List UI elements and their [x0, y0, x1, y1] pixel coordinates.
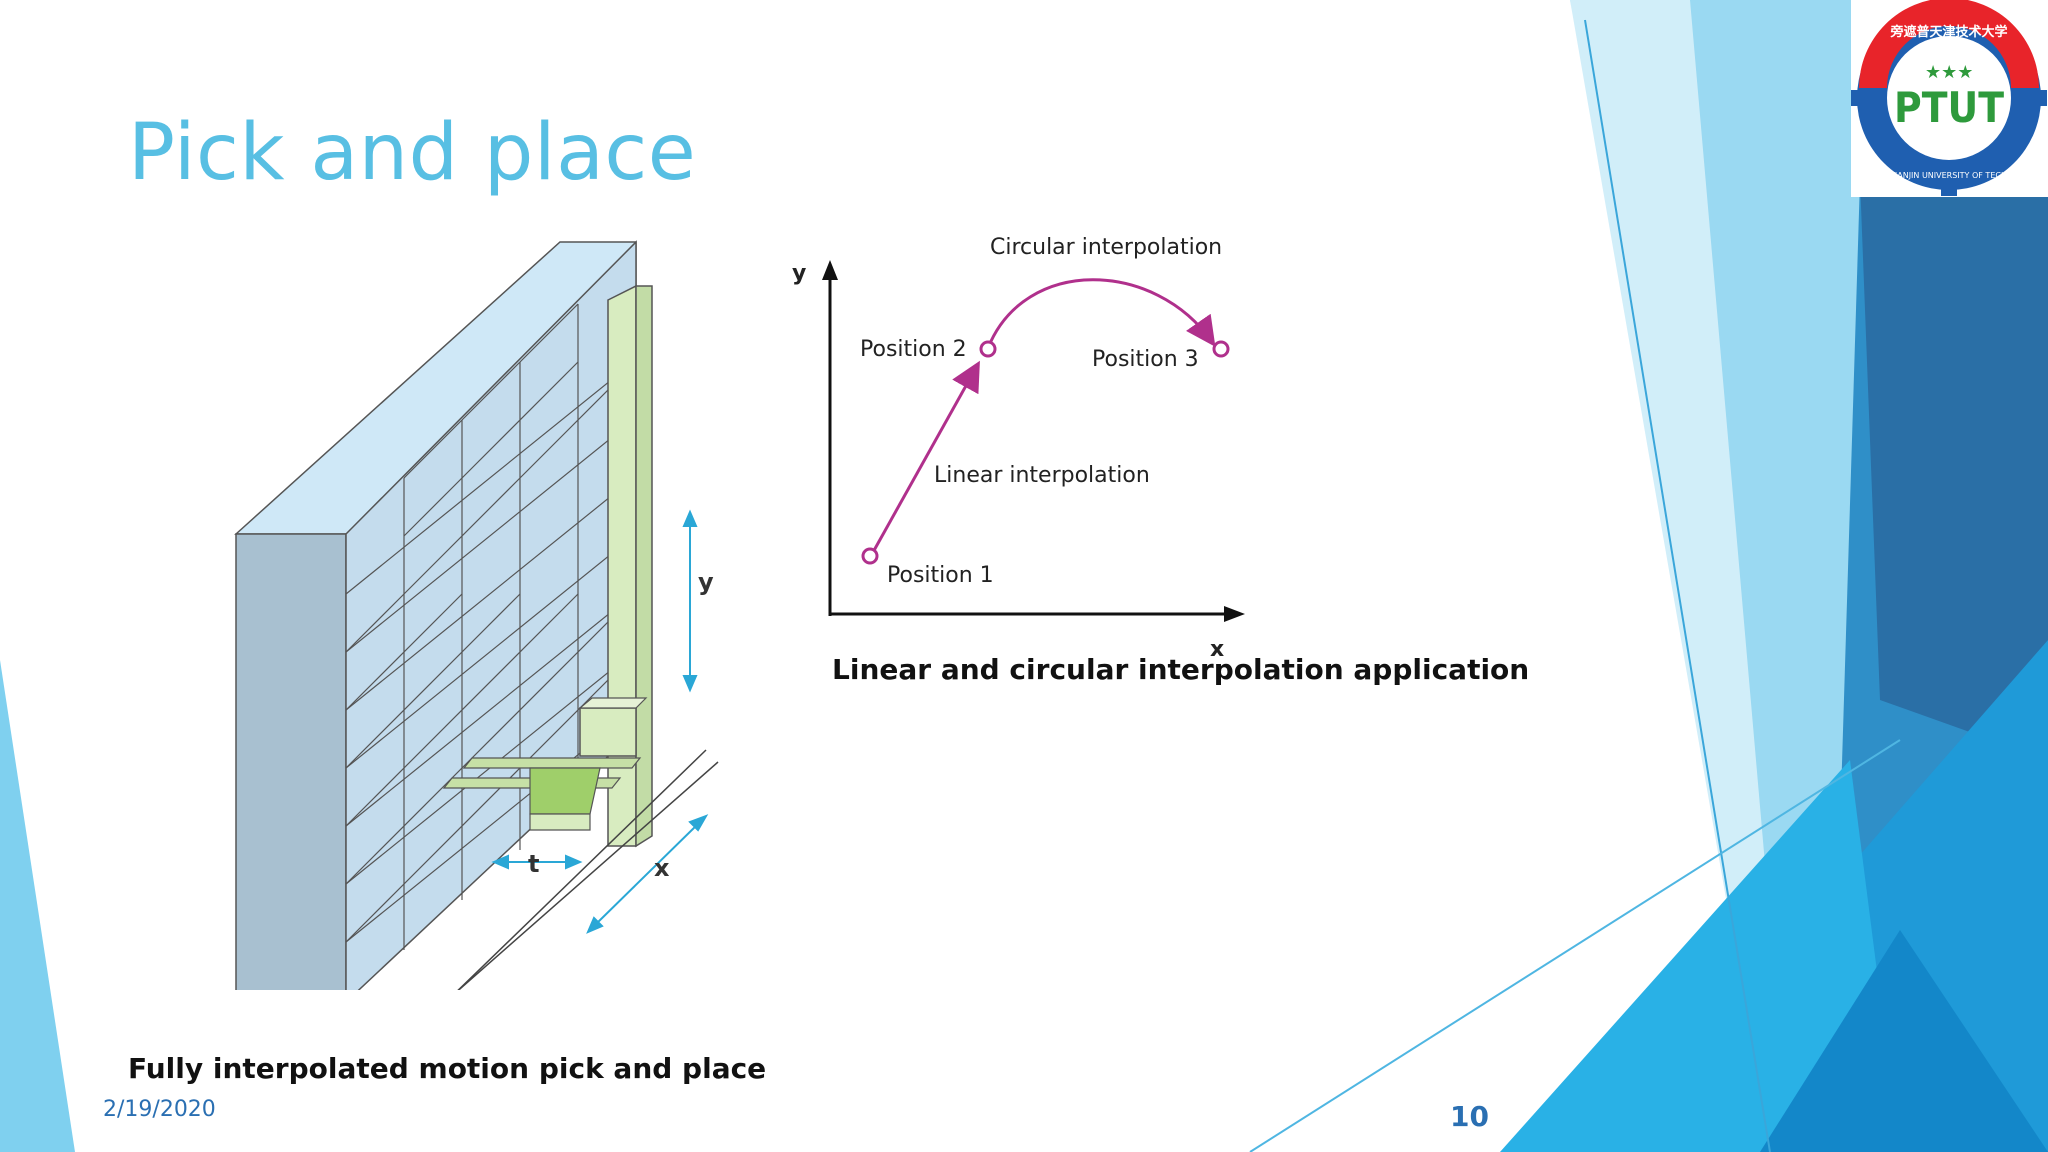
- logo-text: PTUT: [1894, 83, 2004, 132]
- position-1-label: Position 1: [887, 563, 994, 588]
- position-3-point: [1212, 340, 1230, 358]
- left-figure-caption: Fully interpolated motion pick and place: [128, 1052, 767, 1085]
- interpolation-diagram: y x Position 1 Position 2 Position 3 Lin…: [792, 235, 1245, 660]
- position-3-label: Position 3: [1092, 347, 1199, 372]
- x-label: x: [654, 854, 670, 882]
- y-label: y: [698, 568, 714, 596]
- slide-title: Pick and place: [128, 108, 697, 198]
- logo-chinese-text: 旁遮普天津技术大学: [1889, 24, 2007, 40]
- position-2-label: Position 2: [860, 337, 967, 362]
- slide-date: 2/19/2020: [103, 1097, 216, 1122]
- gripper-fork-upper: [462, 757, 642, 769]
- page-number: 10: [1450, 1100, 1489, 1133]
- t-label: t: [528, 850, 539, 878]
- position-1-point: [861, 547, 879, 565]
- circular-interpolation-label: Circular interpolation: [990, 235, 1222, 260]
- linear-interpolation-label: Linear interpolation: [934, 463, 1150, 488]
- shelf-left-face: [235, 533, 347, 990]
- position-2-point: [979, 340, 997, 358]
- pick-and-place-figure: y t x: [234, 240, 719, 990]
- svg-text:★★★: ★★★: [1925, 62, 1973, 83]
- logo-ring-text: PUNJAB TIANJIN UNIVERSITY OF TECHNOLOGY: [1858, 171, 2041, 180]
- linear-path: [870, 360, 980, 555]
- gantry-carriage: [579, 707, 637, 757]
- circular-path: [986, 278, 1216, 349]
- y-axis-label: y: [792, 261, 806, 286]
- university-logo: ★★★ PTUT 旁遮普天津技术大学 PUNJAB TIANJIN UNIVER…: [1851, 0, 2048, 197]
- x-axis-label: x: [1210, 637, 1224, 660]
- right-figure-caption: Linear and circular interpolation applic…: [832, 653, 1530, 686]
